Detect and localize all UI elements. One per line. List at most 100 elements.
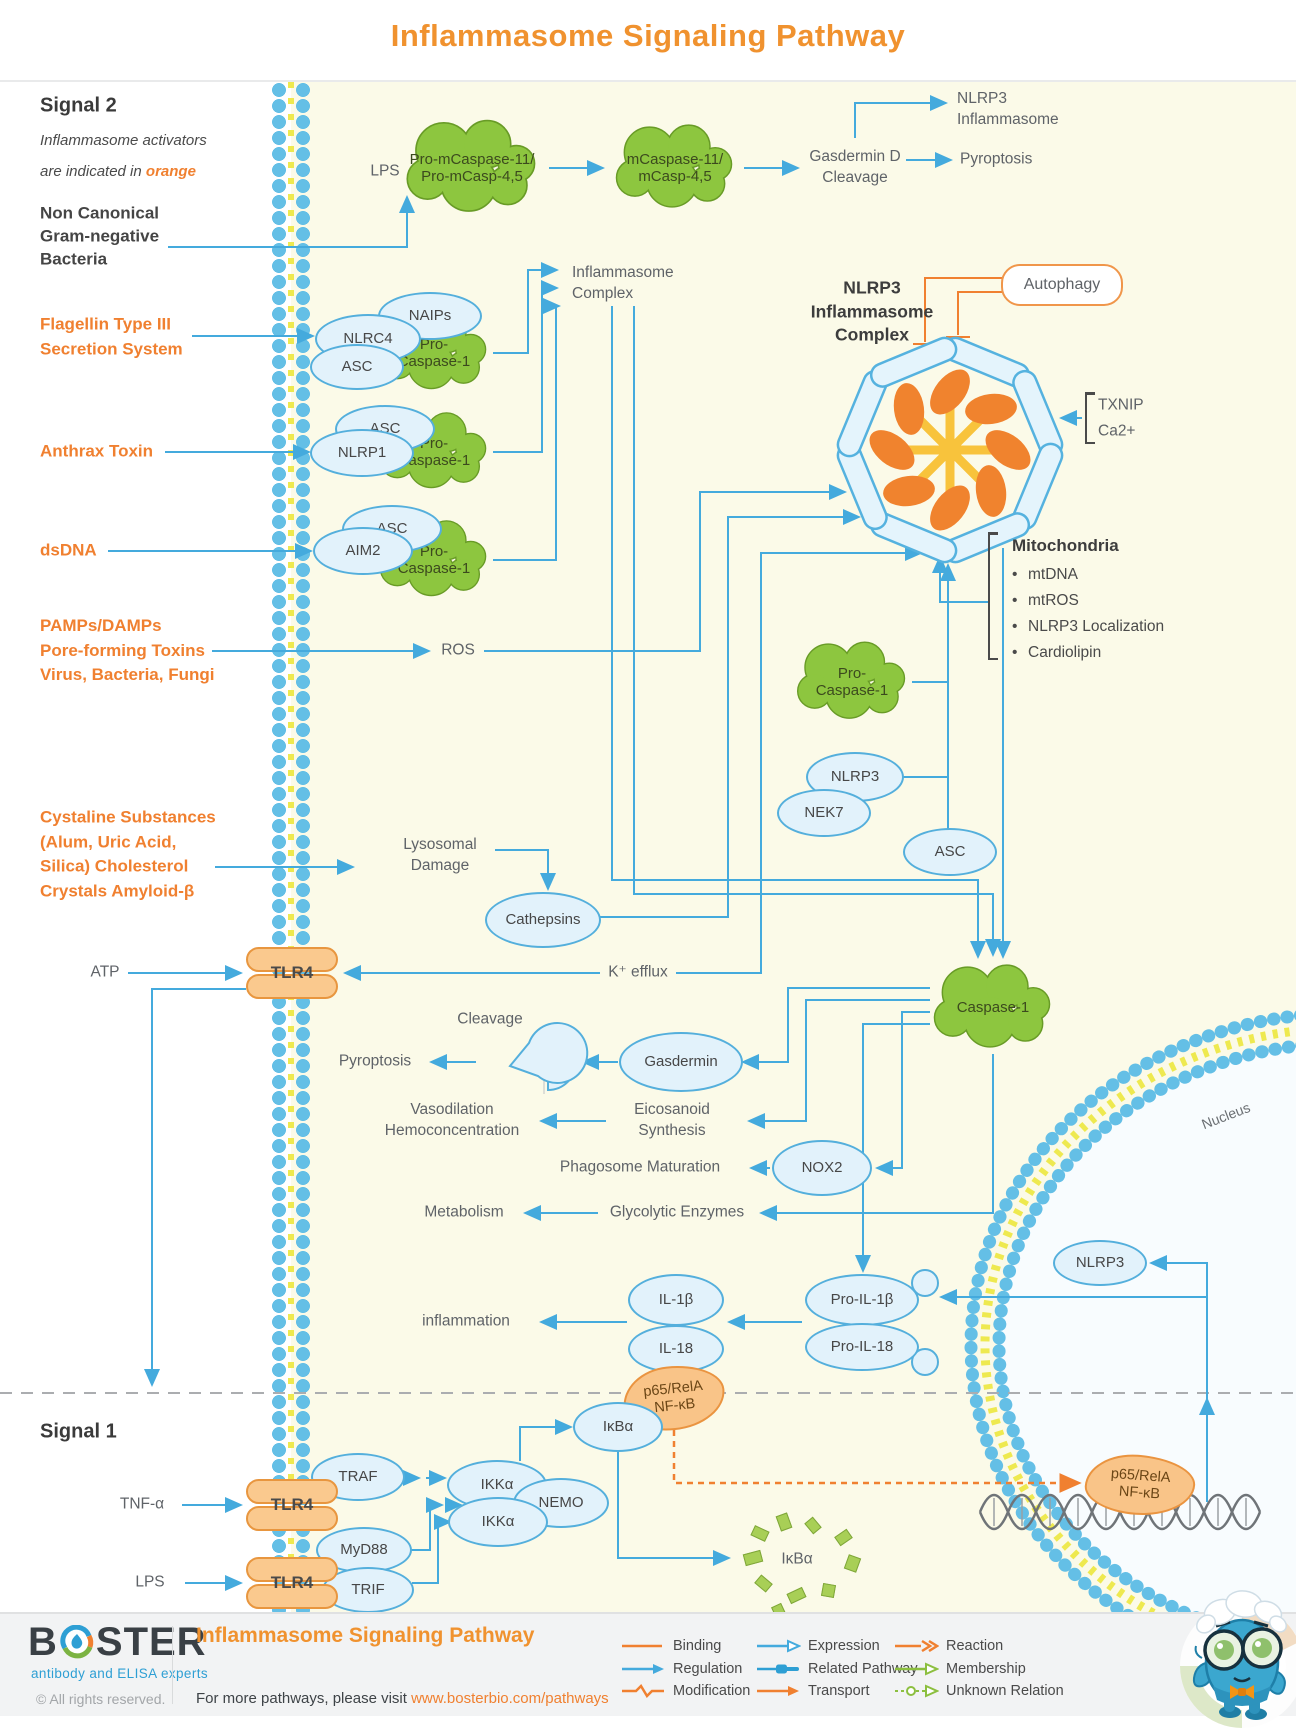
label-phagosome: Phagosome Maturation	[559, 1158, 721, 1176]
mitochondria-bracket	[988, 532, 998, 660]
node-nlrp3-nucleus: NLRP3	[1053, 1240, 1147, 1286]
binding-line-icon	[622, 1644, 662, 1648]
label-inflammation: inflammation	[422, 1312, 510, 1330]
label-txnip: TXNIP	[1098, 396, 1144, 414]
label-pyroptosis-bottom: Pyroptosis	[338, 1052, 412, 1070]
label-wheel-title: NLRP3 Inflammasome Complex	[810, 277, 934, 345]
receptor-tlr4-lps: TLR4	[246, 1557, 338, 1609]
label-pamps: PAMPs/DAMPs Pore-forming Toxins Virus, B…	[40, 616, 215, 685]
expression-arrow-icon	[757, 1639, 801, 1653]
label-ca2: Ca2+	[1098, 422, 1136, 440]
legend-membership-label: Membership	[946, 1661, 1026, 1677]
node-nox2: NOX2	[772, 1140, 872, 1196]
receptor-tlr4-atp: TLR4	[246, 947, 338, 999]
legend-modification-label: Modification	[673, 1683, 751, 1699]
transport-arrow-icon	[757, 1686, 799, 1696]
node-ikka-2: IKKα	[448, 1497, 548, 1547]
boster-logo-b: B	[28, 1620, 58, 1664]
label-tnfa: TNF-α	[119, 1495, 165, 1513]
label-ikba-fragments: IκBα	[781, 1550, 813, 1568]
mito-item-cardiolipin: Cardiolipin	[1012, 644, 1164, 662]
label-lysosomal: Lysosomal Damage	[403, 836, 477, 874]
modification-zigzag-icon	[622, 1683, 664, 1699]
page-title: Inflammasome Signaling Pathway	[390, 18, 906, 53]
mito-item-mtros: mtROS	[1012, 592, 1164, 610]
label-dsdna: dsDNA	[40, 540, 97, 560]
legend-reaction-label: Reaction	[946, 1638, 1004, 1654]
node-pro-caspase1-label: Pro- Caspase-1	[397, 434, 471, 469]
legend-reaction: Reaction	[893, 1638, 1003, 1654]
boster-logo[interactable]: B STER	[28, 1620, 207, 1665]
node-pro-caspase1-assembly: Pro- Caspase-1	[792, 636, 912, 728]
label-k-efflux: K⁺ efflux	[608, 963, 668, 981]
signal2-note-prefix: are indicated in	[40, 163, 146, 180]
signal2-heading: Signal 2	[40, 94, 117, 117]
mito-item-mtdna: mtDNA	[1012, 566, 1164, 584]
regulation-arrow-icon	[622, 1664, 664, 1674]
legend-related-pathway: Related Pathway	[755, 1661, 918, 1677]
label-gasdermin-d: Gasdermin D Cleavage	[809, 148, 901, 186]
label-pyroptosis-top: Pyroptosis	[960, 150, 1033, 168]
footer-bottom-strip	[0, 1716, 1296, 1728]
node-pro-il18: Pro-IL-18	[805, 1323, 919, 1371]
label-cystaline: Cystaline Substances (Alum, Uric Acid, S…	[40, 807, 216, 901]
cleavage-icon	[508, 1022, 589, 1094]
legend-related-pathway-label: Related Pathway	[808, 1661, 918, 1677]
receptor-tlr4-label: TLR4	[270, 1495, 314, 1514]
node-cathepsins: Cathepsins	[485, 892, 601, 948]
node-autophagy: Autophagy	[1001, 264, 1123, 306]
label-non-canonical: Non Canonical Gram-negative Bacteria	[40, 203, 160, 269]
footer-pathways-link[interactable]: www.bosterbio.com/pathways	[411, 1690, 609, 1707]
signal1-heading: Signal 1	[40, 1420, 117, 1443]
label-eicosanoid: Eicosanoid Synthesis	[634, 1101, 710, 1139]
copyright: © All rights reserved.	[36, 1691, 166, 1707]
legend-binding-label: Binding	[673, 1638, 722, 1654]
legend-transport: Transport	[755, 1683, 870, 1699]
boster-logo-ster: STER	[95, 1620, 207, 1664]
node-pro-caspase1-label: Pro- Caspase-1	[397, 542, 471, 577]
receptor-tlr4-tnfa: TLR4	[246, 1479, 338, 1531]
legend-expression: Expression	[755, 1638, 880, 1654]
node-asc-assembly: ASC	[903, 828, 997, 876]
label-flagellin: Flagellin Type III Secretion System	[40, 314, 183, 358]
node-il1b: IL-1β	[628, 1274, 724, 1326]
legend-regulation-label: Regulation	[673, 1661, 743, 1677]
label-inflammasome-complex: Inflammasome Complex	[572, 264, 674, 302]
nfkb-transport-arrow	[672, 1430, 1082, 1493]
node-mcaspase11: mCaspase-11/ mCasp-4,5	[608, 121, 742, 215]
node-nek7: NEK7	[777, 789, 871, 837]
label-anthrax: Anthrax Toxin	[40, 441, 154, 461]
footer-divider	[172, 1626, 173, 1704]
receptor-tlr4-label: TLR4	[270, 963, 314, 982]
mitochondria-list: Mitochondria mtDNA mtROS NLRP3 Localizat…	[1012, 536, 1164, 670]
signal2-note-orange-word: orange	[145, 163, 196, 180]
legend-unknown-relation: Unknown Relation	[893, 1683, 1064, 1699]
header-bar	[0, 0, 1296, 82]
related-pathway-hand-icon	[757, 1664, 799, 1674]
legend-unknown-relation-label: Unknown Relation	[946, 1683, 1064, 1699]
boster-logo-icon	[60, 1624, 94, 1658]
footer-more-text: For more pathways, please visit www.bost…	[196, 1690, 609, 1707]
node-gasdermin: Gasdermin	[619, 1032, 743, 1092]
node-nlrp1: NLRP1	[310, 429, 414, 477]
footer	[0, 1612, 1296, 1718]
mitochondria-title: Mitochondria	[1012, 536, 1119, 555]
label-vasodilation: Vasodilation Hemoconcentration	[384, 1101, 520, 1139]
node-caspase1: Caspase-1	[927, 961, 1059, 1055]
node-pro-caspase1-label: Pro- Caspase-1	[397, 335, 471, 370]
boster-mascot	[1180, 1590, 1296, 1728]
legend-transport-label: Transport	[808, 1683, 870, 1699]
membership-arrow-icon	[895, 1662, 939, 1676]
node-caspase1-label: Caspase-1	[956, 999, 1030, 1017]
nucleus	[964, 1009, 1296, 1612]
nlrp3-wheel	[836, 336, 1064, 564]
legend-expression-label: Expression	[808, 1638, 880, 1654]
footer-more-prefix: For more pathways, please visit	[196, 1690, 412, 1707]
txnip-bracket	[1085, 392, 1095, 444]
receptor-tlr4-label: TLR4	[270, 1573, 314, 1592]
boster-tagline: antibody and ELISA experts	[31, 1666, 209, 1681]
legend-modification: Modification	[620, 1683, 750, 1699]
node-asc-nlrc4: ASC	[310, 344, 404, 390]
